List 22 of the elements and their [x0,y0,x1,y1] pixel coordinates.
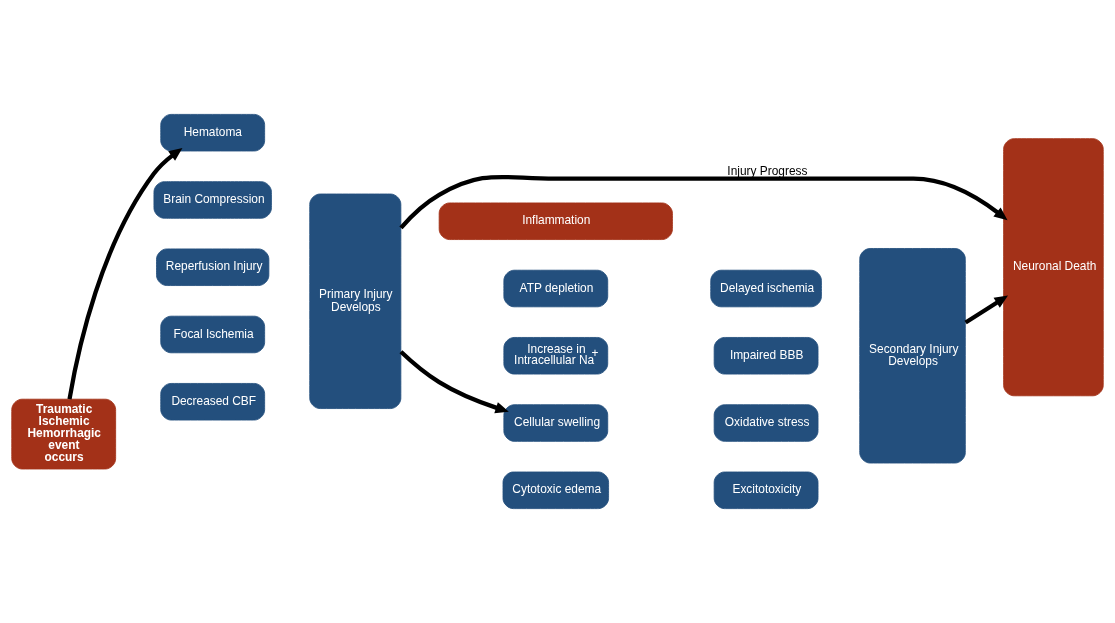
arrow [964,295,1008,325]
node-box: Reperfusion Injury [156,248,270,286]
arrow [399,350,509,414]
arrow [399,174,1008,230]
node-box: Traumatic Ischemic Hemorrhagic event occurs [11,398,117,470]
node-box: Oxidative stress [713,404,819,442]
arrow [67,148,183,400]
node-box: Primary Injury Develops [309,193,402,409]
node-box: Neuronal Death [1003,138,1104,397]
node-box: Cytotoxic edema [502,471,609,509]
node-box: Focal Ischemia [160,315,266,354]
node-box: Decreased CBF [160,383,266,421]
node-box: Inflammation [438,202,673,240]
node-box: Cellular swelling [503,404,609,442]
node-box: Secondary Injury Develops [859,248,966,464]
node-box: ATP depletion [503,269,609,308]
node-box: Excitotoxicity [713,471,819,509]
node-box: Delayed ischemia [710,269,822,308]
node-box: Brain Compression [153,181,272,219]
edge-label: Injury Progress [727,164,808,179]
node-box: Impaired BBB [713,337,819,375]
node-box: Hematoma [160,114,266,152]
